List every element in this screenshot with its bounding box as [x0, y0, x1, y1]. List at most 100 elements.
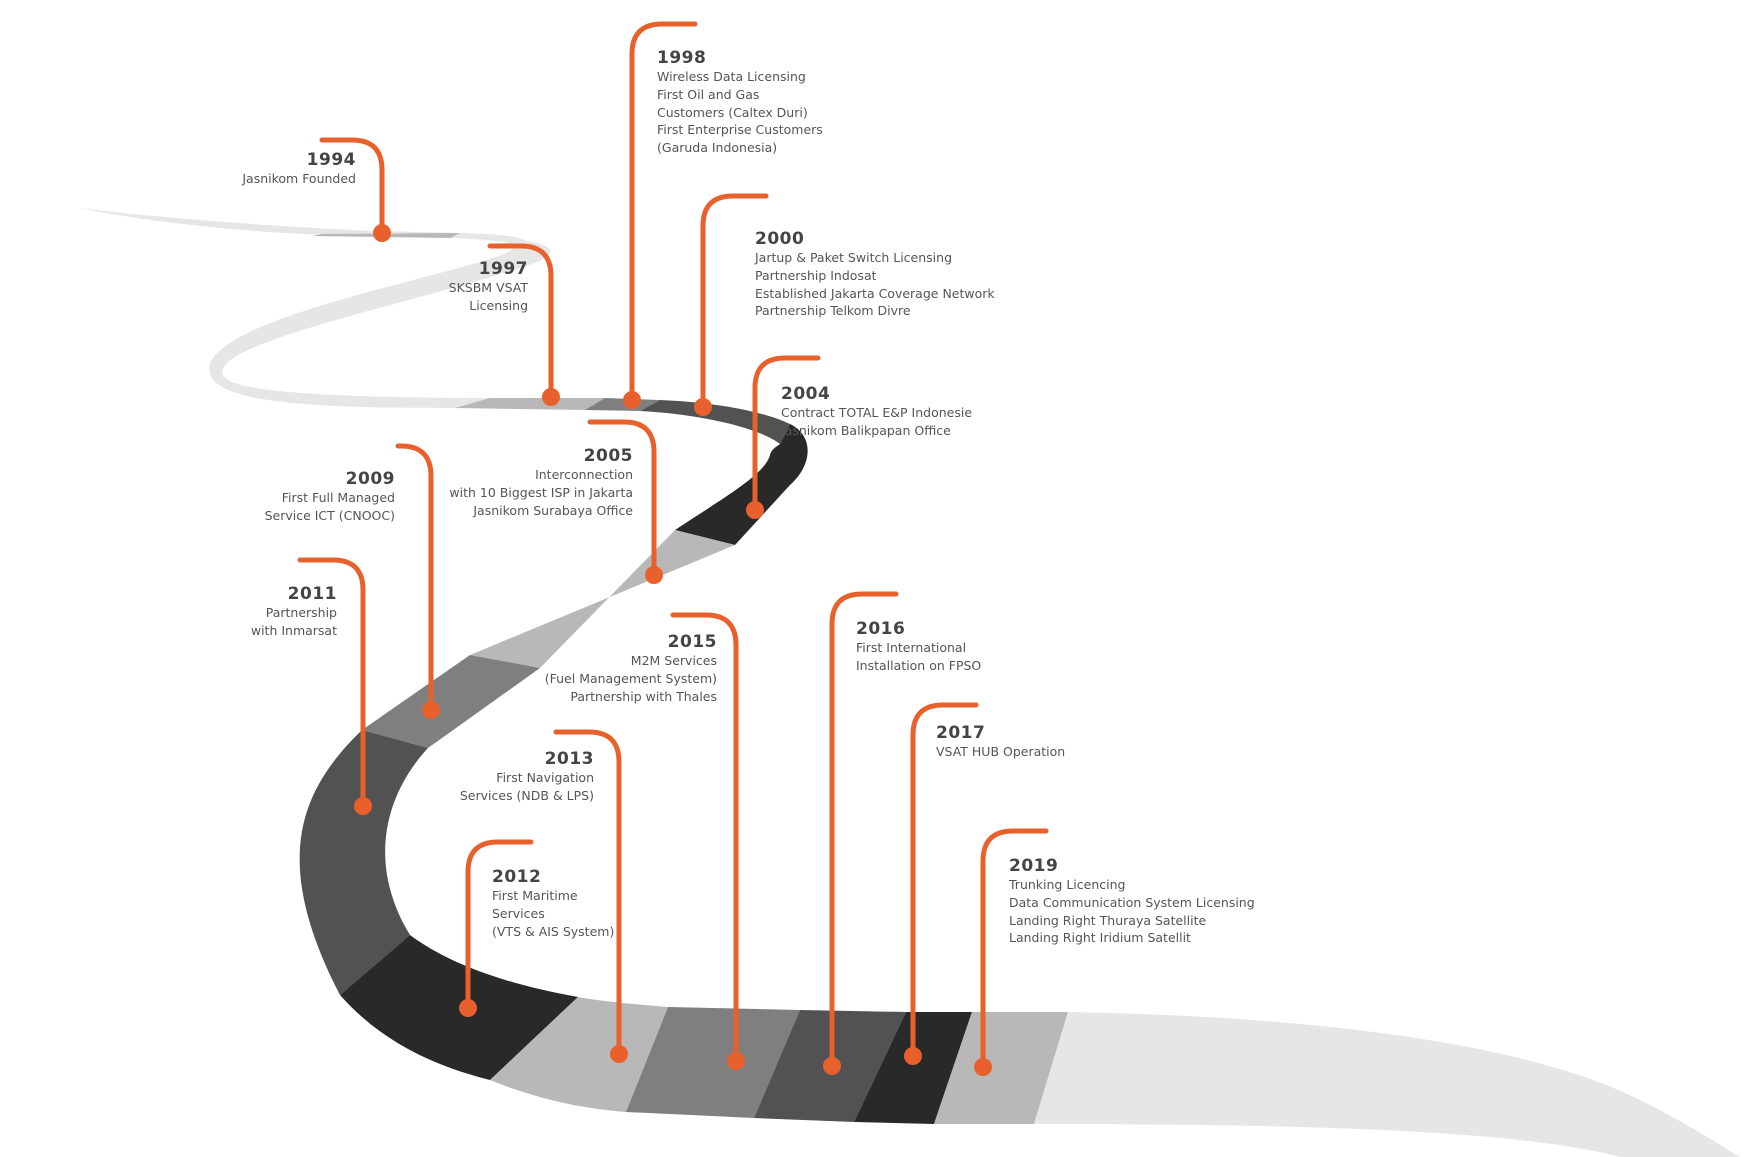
milestone-description-line: Partnership with Thales — [570, 688, 717, 704]
milestone-description-line: Trunking Licencing — [1009, 877, 1126, 892]
milestone-description-line: First Enterprise Customers — [657, 122, 823, 138]
milestone-year: 2000 — [755, 229, 805, 249]
road-segment-2005 — [470, 530, 735, 668]
milestone-description-line: Jasnikom Surabaya Office — [473, 502, 633, 518]
milestone-description-line: Wireless Data Licensing — [657, 69, 806, 84]
road-segment-1997 — [455, 398, 605, 410]
milestone-description-line: Services (NDB & LPS) — [459, 787, 594, 803]
milestone-description-line: with Inmarsat — [250, 622, 337, 638]
road-segment-2011 — [299, 730, 428, 995]
pin-stem — [670, 612, 739, 1064]
road-segment-2012 — [340, 935, 578, 1080]
milestone-year: 2013 — [544, 749, 594, 769]
milestone-description-line: Customers (Caltex Duri) — [657, 104, 808, 120]
milestone-description-line: with 10 Biggest ISP in Jakarta — [449, 484, 633, 500]
milestone-year: 2011 — [287, 584, 337, 604]
pin-dot — [645, 566, 663, 584]
pin-stem — [553, 729, 622, 1057]
milestone-pin-2004 — [746, 355, 821, 519]
milestone-pin-2009 — [395, 443, 440, 719]
milestone-description-line: Jartup & Paket Switch Licensing — [755, 250, 952, 265]
pin-stem — [297, 557, 366, 809]
milestone-description-line: Services — [492, 905, 545, 921]
milestone-year: 2019 — [1009, 856, 1059, 876]
road-segment-2015 — [626, 1007, 800, 1118]
milestone-description-line: Established Jakarta Coverage Network — [755, 285, 995, 301]
milestone-year: 2004 — [781, 384, 831, 404]
pin-dot — [694, 398, 712, 416]
pin-dot — [610, 1045, 628, 1063]
milestone-description-line: Partnership Indosat — [755, 267, 877, 283]
milestone-year: 1994 — [306, 150, 356, 170]
milestone-year: 2009 — [345, 469, 395, 489]
milestone-description-line: Service ICT (CNOOC) — [264, 507, 395, 523]
milestone-description-line: Jasnikom Founded — [242, 171, 356, 186]
milestone-year: 2017 — [936, 723, 986, 743]
pin-dot — [746, 501, 764, 519]
milestone-description-line: Jasnikom Balikpapan Office — [781, 422, 951, 438]
milestone-pin-2013 — [553, 729, 628, 1063]
milestone-pin-2017 — [904, 702, 979, 1065]
pin-dot — [974, 1058, 992, 1076]
pin-dot — [623, 391, 641, 409]
milestone-description-line: Installation on FPSO — [856, 657, 982, 673]
pin-stem — [910, 702, 979, 1059]
road-segment-start — [78, 208, 528, 246]
milestone-description-line: (Garuda Indonesia) — [657, 140, 778, 156]
pin-stem — [980, 828, 1049, 1070]
milestone-pin-2015 — [670, 612, 745, 1070]
milestone-pin-1994 — [319, 137, 391, 242]
milestone-description-line: First Full Managed — [281, 490, 395, 505]
milestone-description-line: First Maritime — [492, 888, 578, 903]
milestone-description-line: Contract TOTAL E&P Indonesie — [781, 405, 973, 420]
pin-dot — [459, 999, 477, 1017]
milestone-description-line: Interconnection — [535, 467, 633, 482]
milestone-description-line: First Navigation — [496, 770, 594, 785]
pin-dot — [354, 797, 372, 815]
pin-dot — [373, 224, 391, 242]
road-segment-2013 — [490, 997, 668, 1112]
milestone-year: 1998 — [657, 48, 707, 68]
road-segment-2019 — [934, 1012, 1068, 1124]
milestone-description-line: First Oil and Gas — [657, 86, 760, 102]
milestone-pin-2011 — [297, 557, 372, 815]
milestone-pin-2005 — [587, 419, 663, 584]
pin-stem — [752, 355, 821, 513]
milestone-description-line: Landing Right Iridium Satellit — [1009, 930, 1191, 946]
milestone-description-line: Partnership — [265, 605, 337, 620]
milestone-pin-1998 — [623, 21, 698, 409]
pin-dot — [542, 388, 560, 406]
pin-stem — [587, 419, 657, 578]
road-segment-2017 — [854, 1012, 972, 1124]
pin-stem — [465, 839, 534, 1011]
pin-dot — [823, 1057, 841, 1075]
milestone-pin-2016 — [823, 591, 899, 1075]
milestone-description-line: Partnership Telkom Divre — [755, 303, 911, 319]
milestone-pin-2000 — [694, 193, 769, 416]
milestone-year: 2016 — [856, 619, 906, 639]
milestone-description-line: SKSBM VSAT — [448, 280, 528, 295]
pin-stem — [319, 137, 385, 236]
milestone-year: 2015 — [667, 632, 717, 652]
road-segment-2004 — [675, 424, 808, 545]
road-segment-2000 — [640, 400, 790, 444]
milestone-pin-2019 — [974, 828, 1049, 1076]
road-segment-bend-1 — [209, 240, 551, 408]
milestone-year: 2005 — [583, 446, 633, 466]
milestone-description-line: Data Communication System Licensing — [1009, 894, 1255, 910]
pin-dot — [904, 1047, 922, 1065]
milestone-year: 1997 — [478, 259, 528, 279]
